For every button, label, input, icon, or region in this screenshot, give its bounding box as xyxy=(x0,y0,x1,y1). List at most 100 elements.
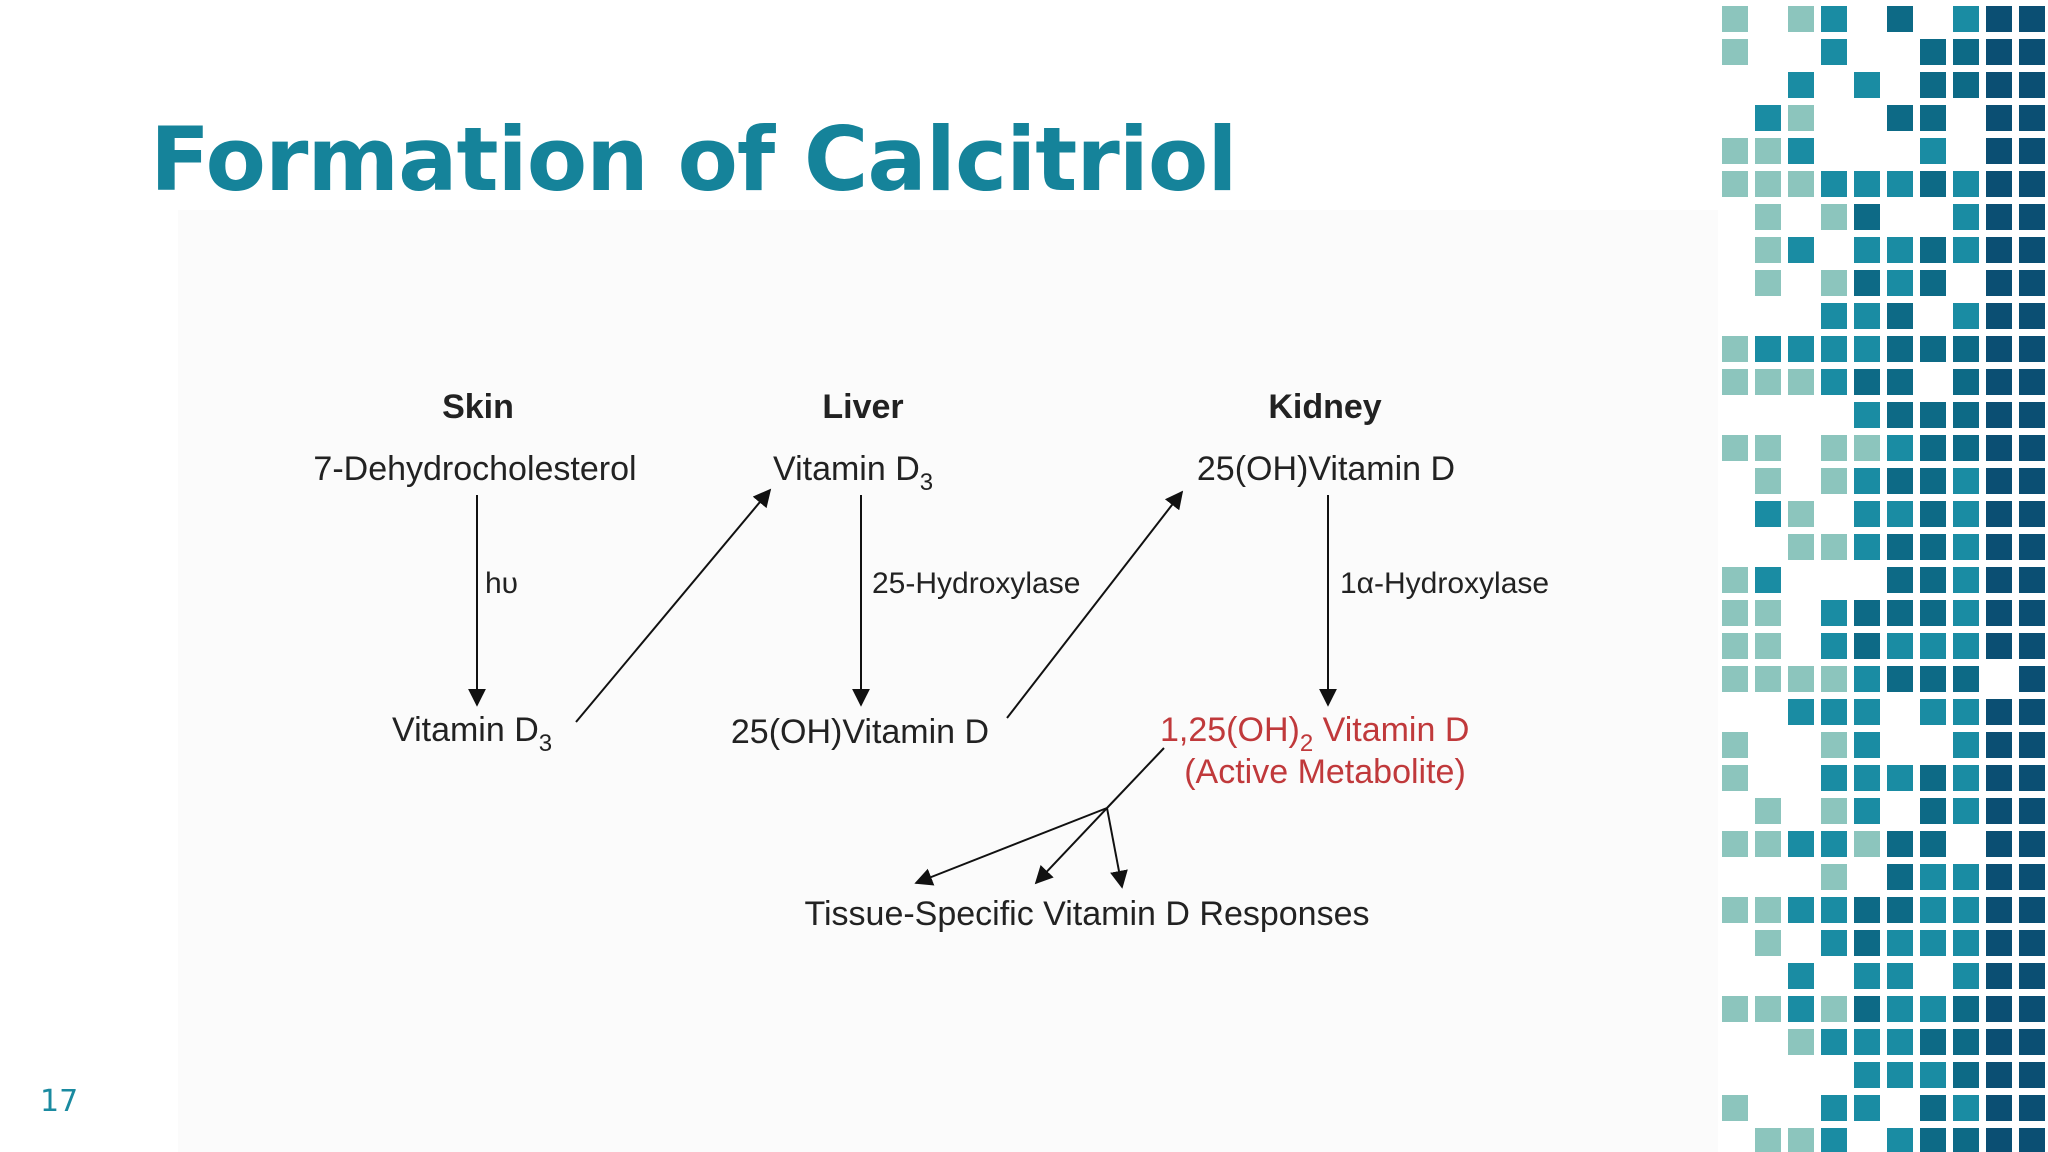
decorative-tile xyxy=(1953,435,1979,461)
decorative-tile xyxy=(1788,897,1814,923)
decorative-tile xyxy=(1821,204,1847,230)
decorative-tile xyxy=(1986,798,2012,824)
decorative-tile xyxy=(1887,237,1913,263)
liver-vitamin-d-text: Vitamin D xyxy=(773,450,920,488)
decorative-tile xyxy=(1722,765,1748,791)
decorative-tile xyxy=(1920,1029,1946,1055)
decorative-tile xyxy=(1920,402,1946,428)
decorative-tile xyxy=(1953,468,1979,494)
decorative-tile xyxy=(1722,633,1748,659)
header-liver: Liver xyxy=(822,388,903,426)
decorative-tile xyxy=(1854,468,1880,494)
decorative-tile xyxy=(1755,204,1781,230)
diagram-background xyxy=(178,210,1718,1152)
decorative-tile xyxy=(1920,105,1946,131)
decorative-tile xyxy=(1854,831,1880,857)
decorative-tile xyxy=(1953,864,1979,890)
decorative-tile xyxy=(1953,237,1979,263)
calcitriol-subscript: 2 xyxy=(1300,730,1313,757)
decorative-tile xyxy=(1986,1128,2012,1152)
decorative-tile xyxy=(1854,897,1880,923)
decorative-tile xyxy=(1854,798,1880,824)
decorative-tile xyxy=(1986,567,2012,593)
decorative-tile xyxy=(1887,1029,1913,1055)
slide-title: Formation of Calcitriol xyxy=(150,108,1238,211)
page-number: 17 xyxy=(40,1084,79,1119)
decorative-tile xyxy=(1953,1095,1979,1121)
decorative-tile xyxy=(2019,1095,2045,1121)
decorative-tile xyxy=(1953,963,1979,989)
decorative-tile xyxy=(1788,666,1814,692)
decorative-tile xyxy=(1953,6,1979,32)
decorative-tile xyxy=(1854,369,1880,395)
decorative-tile xyxy=(2019,732,2045,758)
decorative-tile xyxy=(1887,1062,1913,1088)
decorative-tile xyxy=(1755,468,1781,494)
decorative-tile xyxy=(1755,666,1781,692)
decorative-tile xyxy=(1986,171,2012,197)
decorative-tile xyxy=(1986,897,2012,923)
decorative-tile xyxy=(1986,336,2012,362)
decorative-tile xyxy=(1788,237,1814,263)
decorative-tile xyxy=(1920,1062,1946,1088)
decorative-tile xyxy=(1986,600,2012,626)
decorative-tile xyxy=(1986,534,2012,560)
decorative-tile xyxy=(1821,930,1847,956)
label-active-metabolite: (Active Metabolite) xyxy=(1184,753,1466,791)
decorative-tile xyxy=(1920,567,1946,593)
decorative-tile xyxy=(2019,402,2045,428)
decorative-tile xyxy=(1920,501,1946,527)
decorative-tile xyxy=(1920,336,1946,362)
decorative-tile xyxy=(1953,765,1979,791)
decorative-tile xyxy=(1887,633,1913,659)
decorative-tile xyxy=(2019,897,2045,923)
decorative-tile xyxy=(1920,930,1946,956)
skin-vitamin-d-text: Vitamin D xyxy=(392,711,539,749)
decorative-tile xyxy=(1722,996,1748,1022)
decorative-tile xyxy=(1788,369,1814,395)
decorative-tile xyxy=(1920,468,1946,494)
decorative-tile xyxy=(1887,171,1913,197)
decorative-tile xyxy=(1854,996,1880,1022)
decorative-tile xyxy=(2019,303,2045,329)
decorative-tile xyxy=(1854,963,1880,989)
decorative-tile xyxy=(1821,633,1847,659)
decorative-tile xyxy=(1986,468,2012,494)
decorative-tile xyxy=(2019,930,2045,956)
decorative-tile xyxy=(1953,501,1979,527)
decorative-tile xyxy=(2019,369,2045,395)
decorative-tile xyxy=(2019,996,2045,1022)
decorative-tile xyxy=(1854,435,1880,461)
decorative-tile xyxy=(1920,1128,1946,1152)
decorative-tile xyxy=(1887,831,1913,857)
decorative-tile xyxy=(1986,831,2012,857)
decorative-tile xyxy=(1953,699,1979,725)
decorative-tile xyxy=(1920,996,1946,1022)
decorative-tile xyxy=(1887,303,1913,329)
decorative-tile xyxy=(1953,996,1979,1022)
decorative-tile xyxy=(1953,633,1979,659)
decorative-tile xyxy=(1788,699,1814,725)
decorative-tile xyxy=(1854,237,1880,263)
decorative-tile xyxy=(2019,567,2045,593)
decorative-tile xyxy=(1722,39,1748,65)
decorative-tile xyxy=(1920,831,1946,857)
decorative-tile xyxy=(1755,930,1781,956)
decorative-tile xyxy=(1788,501,1814,527)
decorative-tile xyxy=(1821,666,1847,692)
decorative-tile xyxy=(1821,1095,1847,1121)
decorative-tile xyxy=(1986,369,2012,395)
decorative-tile xyxy=(1953,732,1979,758)
decorative-tile xyxy=(1821,1029,1847,1055)
arrow-liver-to-kidney xyxy=(1006,490,1184,719)
decorative-tile xyxy=(1821,864,1847,890)
decorative-tile xyxy=(1854,633,1880,659)
decorative-tile xyxy=(2019,600,2045,626)
decorative-tile xyxy=(1887,897,1913,923)
decorative-tile xyxy=(1854,72,1880,98)
decorative-tile xyxy=(1986,633,2012,659)
calcitriol-prefix: 1,25(OH) xyxy=(1160,711,1300,749)
decorative-tile xyxy=(1887,468,1913,494)
